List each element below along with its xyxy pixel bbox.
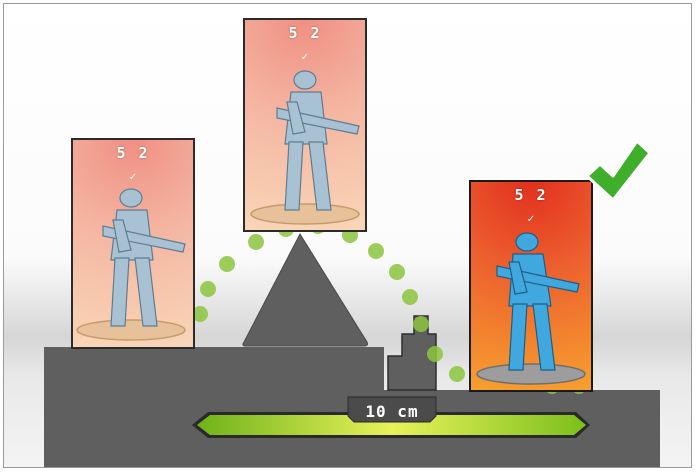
card-stat: 5 2 bbox=[288, 24, 322, 42]
soldier-miniature-icon: ✓ bbox=[250, 52, 360, 225]
scene-frame: 10 cm 5 2 ✓ bbox=[3, 3, 692, 468]
svg-text:✓: ✓ bbox=[129, 172, 137, 183]
measurement-plate bbox=[347, 396, 437, 423]
card-stat: 5 2 bbox=[116, 144, 150, 162]
soldier-miniature-icon: ✓ bbox=[476, 214, 586, 385]
svg-text:✓: ✓ bbox=[527, 214, 535, 225]
card-stat: 5 2 bbox=[514, 186, 548, 204]
range-arrow bbox=[192, 396, 590, 438]
small-obstacle bbox=[387, 315, 437, 391]
model-card-left[interactable]: 5 2 ✓ bbox=[71, 138, 195, 349]
svg-text:✓: ✓ bbox=[301, 52, 309, 63]
soldier-miniature-icon: ✓ bbox=[76, 172, 186, 341]
triangle-obstacle bbox=[242, 232, 369, 347]
model-card-center[interactable]: 5 2 ✓ bbox=[243, 18, 367, 232]
measurement-label: 10 cm bbox=[365, 402, 419, 421]
model-card-right-active[interactable]: 5 2 ✓ bbox=[469, 180, 593, 392]
